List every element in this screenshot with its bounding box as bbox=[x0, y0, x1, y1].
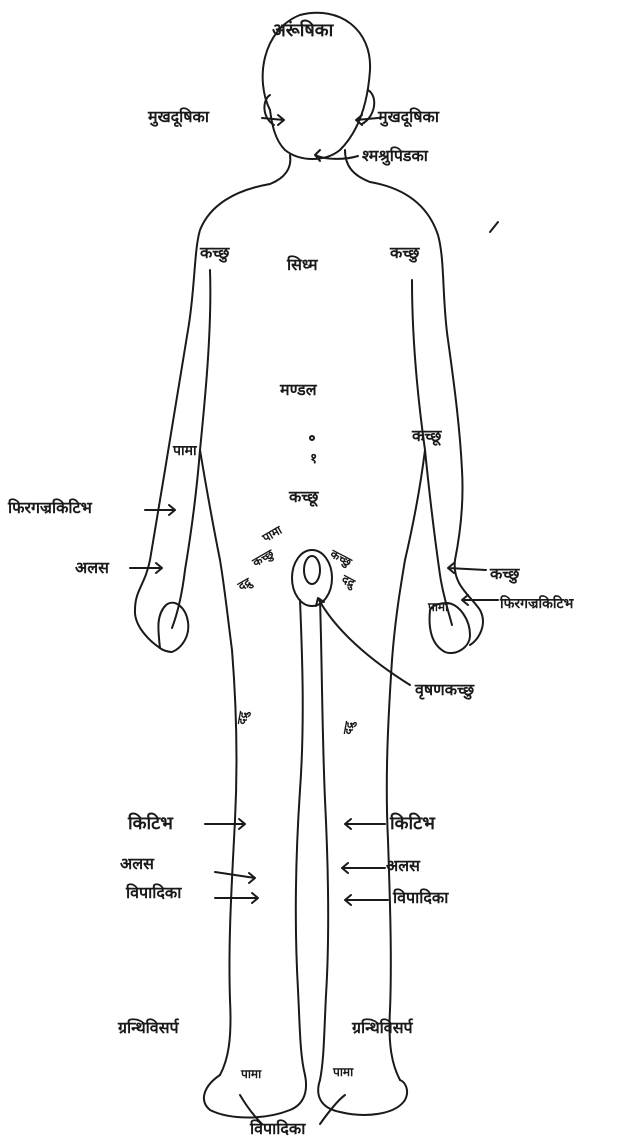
label-abdomen: मण्डल bbox=[280, 382, 317, 398]
hand-left bbox=[158, 603, 188, 652]
torso-right-outline bbox=[370, 182, 483, 645]
label-chest: सिध्म bbox=[287, 257, 318, 273]
arrow-wrist-right bbox=[448, 563, 486, 573]
label-navel-mark: १ bbox=[310, 452, 317, 466]
label-shoulder-right: कच्छु bbox=[390, 245, 419, 261]
foot-left bbox=[204, 1075, 306, 1118]
label-ankle-right: ग्रन्थिविसर्प bbox=[352, 1020, 413, 1036]
inner-leg-left bbox=[296, 600, 305, 1075]
penis-outline bbox=[304, 556, 320, 584]
label-chin: श्मश्रुपिडका bbox=[362, 148, 428, 164]
label-face-right: मुखदूषिका bbox=[378, 109, 439, 125]
label-forearm-left: फिरगज्रकिटिभ bbox=[8, 500, 92, 516]
waist-right bbox=[387, 450, 425, 1080]
label-thigh-left: दद्रु bbox=[235, 711, 249, 726]
label-shin-left: किटिभ bbox=[128, 815, 173, 833]
label-feet-bottom: विपादिका bbox=[250, 1121, 305, 1137]
label-ankle-left: ग्रन्थिविसर्प bbox=[118, 1020, 179, 1036]
label-palm-right: पामा bbox=[428, 601, 448, 613]
label-arm-right: कच्छू bbox=[412, 428, 441, 444]
label-arm-left: पामा bbox=[173, 444, 197, 458]
scrotum-outline bbox=[292, 550, 332, 606]
label-thigh-right: दद्रु bbox=[341, 721, 355, 736]
label-calf-right-2: विपादिका bbox=[393, 890, 448, 906]
label-shin-right: किटिभ bbox=[390, 815, 435, 833]
label-head-top: अरूंषिका bbox=[272, 22, 333, 40]
arrow-scrotum bbox=[316, 598, 410, 685]
arrow-shin-right bbox=[345, 819, 385, 829]
waist-left bbox=[200, 450, 236, 1075]
navel bbox=[310, 436, 314, 440]
arrow-calf-right-2 bbox=[345, 895, 388, 905]
inner-leg-right bbox=[320, 600, 328, 1080]
label-calf-left-2: विपादिका bbox=[126, 885, 181, 901]
label-shoulder-left: कच्छु bbox=[200, 245, 229, 261]
label-wrist-right: कच्छु bbox=[490, 566, 519, 582]
label-calf-right-1: अलस bbox=[386, 858, 420, 874]
label-foot-left: पामा bbox=[241, 1068, 261, 1080]
neck-left bbox=[270, 155, 290, 184]
label-calf-left-1: अलस bbox=[120, 856, 154, 872]
arrow-shin-left bbox=[205, 819, 245, 829]
label-face-left: मुखदूषिका bbox=[148, 109, 209, 125]
label-wrist-left: अलस bbox=[75, 560, 109, 576]
stray-mark bbox=[490, 222, 498, 232]
arrow-hand-right bbox=[462, 595, 498, 605]
arrow-forearm-left bbox=[145, 505, 175, 515]
label-scrotum: वृषणकच्छु bbox=[415, 682, 474, 698]
arrow-calf-left-2 bbox=[215, 893, 258, 903]
arrow-face-right bbox=[356, 115, 378, 125]
label-lower-abdomen: कच्छू bbox=[289, 489, 318, 505]
arrow-calf-right-1 bbox=[342, 863, 385, 873]
label-hand-right: फिरगज्रकिटिभ bbox=[500, 597, 573, 611]
label-foot-right: पामा bbox=[333, 1066, 353, 1078]
arrow-calf-left-1 bbox=[215, 872, 255, 883]
